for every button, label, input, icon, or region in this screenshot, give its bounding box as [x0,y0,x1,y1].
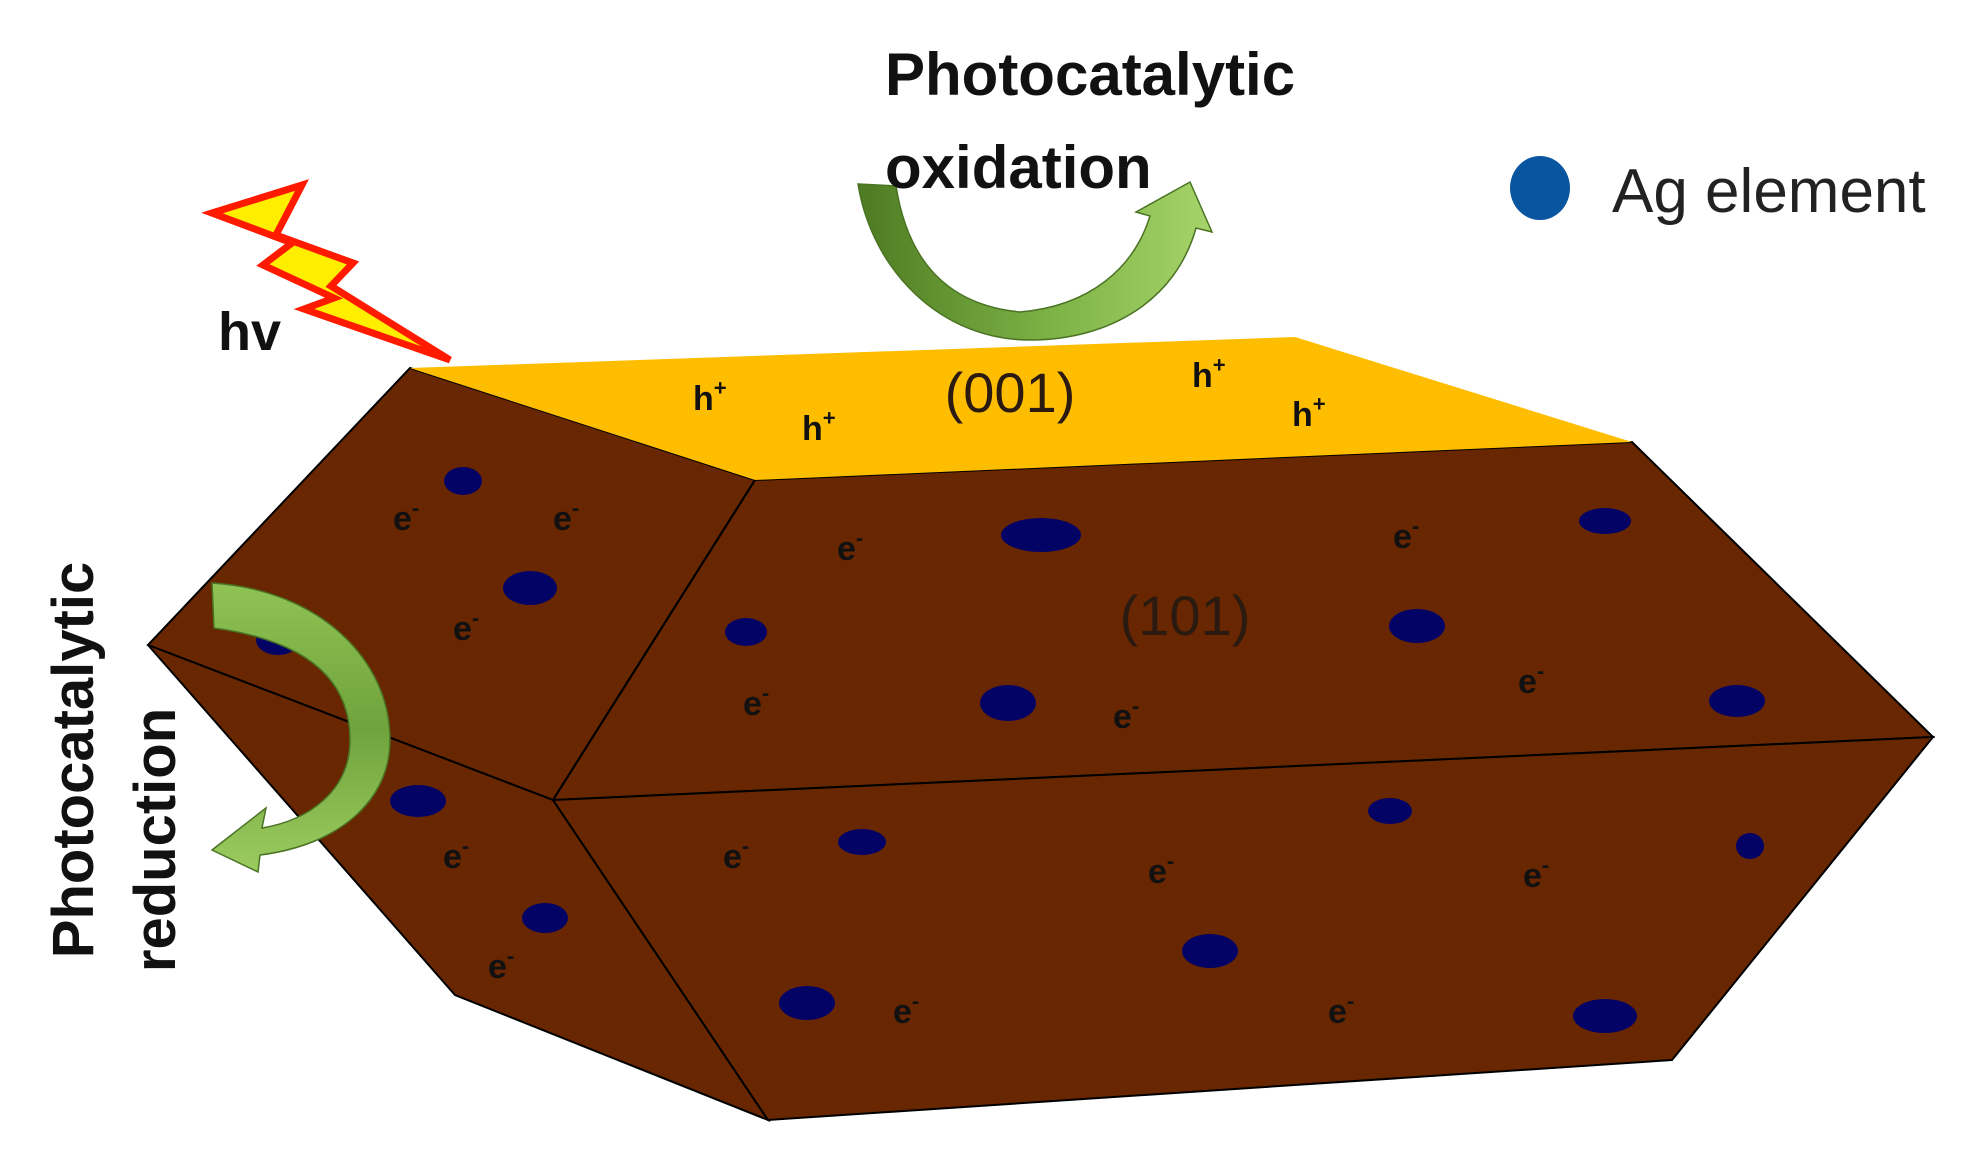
curved-arrow-left-icon [210,582,391,874]
crystal [146,337,1936,1123]
ag-dot [1736,833,1764,859]
hole-marker: h+ [1192,353,1226,395]
hole-marker: h+ [802,406,836,448]
legend: Ag element [1510,156,1926,226]
ag-dot [1368,798,1412,824]
electron-marker: e- [553,496,579,538]
electron-marker: e- [1523,853,1549,895]
hole-marker: h+ [1292,392,1326,434]
electron-marker: e- [1393,514,1419,556]
ag-dot [444,467,482,495]
crystal-face-top-001 [410,337,1632,480]
electron-marker: e- [393,496,419,538]
face-label-101: (101) [1120,584,1251,647]
crystal-face-bottom [551,735,1936,1122]
electron-marker: e- [1328,989,1354,1031]
ag-dot [1579,508,1631,534]
reduction-label-line2: reduction [123,708,188,972]
legend-label: Ag element [1612,157,1926,226]
ag-dot [1182,934,1238,968]
ag-dot [980,685,1036,721]
ag-dot [390,785,446,817]
ag-dot [503,571,557,605]
ag-dot-icon [1510,156,1570,220]
ag-dot [522,903,568,933]
ag-dot [1001,518,1081,552]
electron-marker: e- [723,834,749,876]
electron-marker: e- [837,526,863,568]
ag-dot [838,829,886,855]
electron-marker: e- [893,989,919,1031]
ag-dot [1573,999,1637,1033]
oxidation-label-line1: Photocatalytic [885,41,1295,108]
electron-marker: e- [443,834,469,876]
electron-marker: e- [1113,694,1139,736]
electron-marker: e- [1148,849,1174,891]
ag-dot [779,986,835,1020]
face-label-001: (001) [945,361,1076,424]
oxidation-label-line2: oxidation [885,134,1152,201]
lightning-bolt-icon [201,179,452,364]
electron-marker: e- [453,606,479,648]
reduction-label-line1: Photocatalytic [41,562,106,958]
electron-marker: e- [743,681,769,723]
ag-dot [1389,609,1445,643]
electrons: e-e-e-e-e-e-e-e-e-e-e-e-e-e-e- [393,496,1549,1031]
light-label: hv [218,302,281,362]
crystal-edge [552,479,756,801]
ag-dot [1709,685,1765,717]
hole-marker: h+ [693,376,727,418]
holes: h+ h+ h+ h+ [693,353,1326,448]
curved-arrow-up-icon [857,180,1214,341]
electron-marker: e- [1518,659,1544,701]
ag-dot [725,618,767,646]
electron-marker: e- [488,944,514,986]
